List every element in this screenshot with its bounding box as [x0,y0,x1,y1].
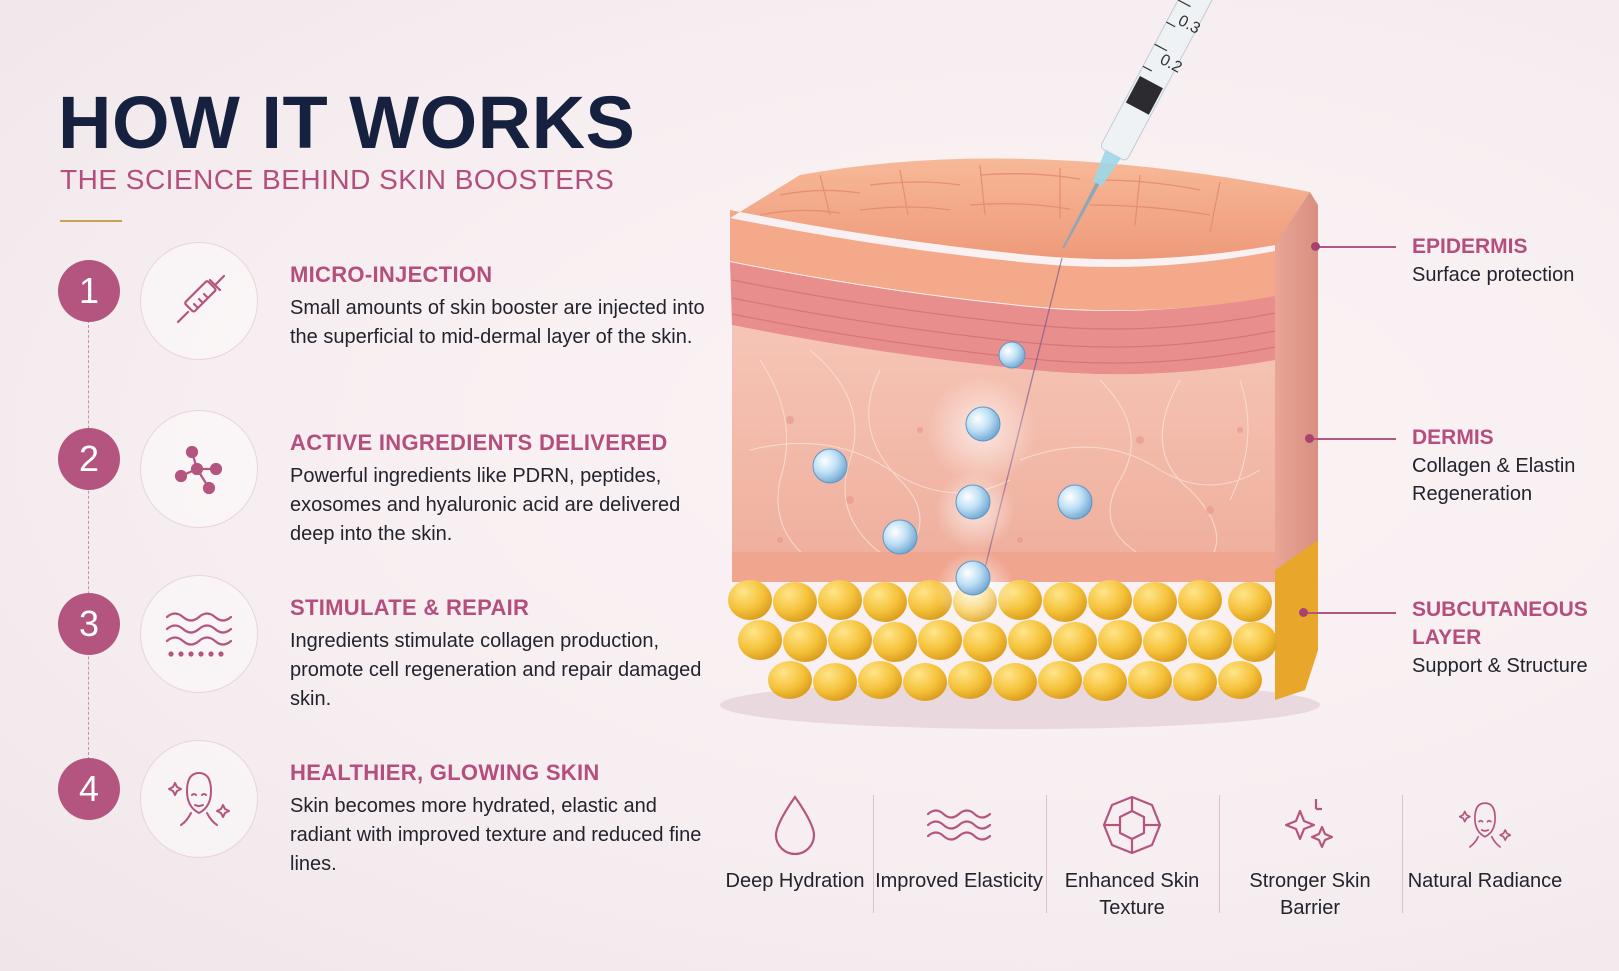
syringe [1062,0,1220,249]
title-divider [60,220,122,222]
sparkles-icon [1225,790,1395,860]
step-number: 4 [58,758,120,820]
epidermis-stripes [731,279,1276,364]
layer-label-subcutaneous: SUBCUTANEOUS LAYER Support & Structure [1412,596,1602,680]
step-title: ACTIVE INGREDIENTS DELIVERED [290,430,668,455]
elastic-waves-icon [874,790,1044,860]
epidermis-leader-dot [1311,242,1320,251]
layer-label-epidermis: EPIDERMIS Surface protection [1412,233,1612,289]
syringe-icon [140,242,258,360]
ingredient-bubble [998,341,1026,369]
benefit-label: Enhanced Skin Texture [1064,870,1200,919]
texture-polygon-icon [1047,790,1217,860]
step-title: HEALTHIER, GLOWING SKIN [290,760,600,785]
benefit-improved-elasticity: Improved Elasticity [874,790,1044,920]
step-description: Skin becomes more hydrated, elastic and … [290,795,702,875]
step-4: 4 HEALTHIER, GLOWING SKIN Skin becomes m… [58,740,701,880]
syringe-barrel [1100,0,1220,161]
ingredient-bubble [882,519,918,555]
active-ingredient-bubbles [812,341,1093,596]
step-description: Powerful ingredients like PDRN, peptides… [290,465,681,545]
layer-name: EPIDERMIS [1412,235,1528,258]
benefit-divider [1402,795,1403,913]
step-number: 3 [58,593,120,655]
benefit-divider [873,795,874,913]
layer-description: Surface protection [1412,264,1575,286]
step-number: 2 [58,428,120,490]
syringe-hub [1093,148,1122,186]
layer-name: SUBCUTANEOUS LAYER [1412,598,1588,649]
step-2: 2 ACTIVE INGREDIENTS DELIVERED Powerful … [58,410,698,550]
layer-description: Support & Structure [1412,655,1588,677]
benefit-label: Stronger Skin Barrier [1249,870,1371,919]
dermis-leader [1310,438,1396,440]
benefit-natural-radiance: Natural Radiance [1400,790,1570,920]
layer-name: DERMIS [1412,426,1494,449]
step-title: MICRO-INJECTION [290,262,493,287]
subcutaneous-leader-dot [1299,608,1308,617]
syringe-plunger [1125,76,1163,115]
layer-description: Collagen & Elastin Regeneration [1412,455,1576,505]
page-title: HOW IT WORKS [58,81,636,164]
layer-label-dermis: DERMIS Collagen & Elastin Regeneration [1412,424,1592,508]
steps-timeline [88,320,89,760]
benefit-divider [1219,795,1220,913]
ingredient-bubble [1057,484,1093,520]
benefit-label: Natural Radiance [1407,870,1563,892]
waves-icon [140,575,258,693]
ingredient-bubble [955,560,991,596]
step-title: STIMULATE & REPAIR [290,595,530,620]
dermis-leader-dot [1305,434,1314,443]
epidermis-leader [1316,246,1396,248]
face-sparkle-icon [140,740,258,858]
ingredient-bubble [965,406,1001,442]
benefit-deep-hydration: Deep Hydration [710,790,880,920]
step-3: 3 STIMULATE & REPAIR Ingredients stimula… [58,575,701,715]
ingredient-bubble [812,448,848,484]
step-description: Small amounts of skin booster are inject… [290,297,705,348]
benefit-divider [1046,795,1047,913]
droplet-icon [710,790,880,860]
surface-cells [759,164,1221,233]
skin-surface-front [730,218,1275,311]
radiant-face-icon [1400,790,1570,860]
subcutaneous-leader [1304,612,1396,614]
step-description: Ingredients stimulate collagen productio… [290,630,702,710]
ingredient-bubble [955,484,991,520]
dermal-cells [777,416,1243,543]
benefit-enhanced-texture: Enhanced Skin Texture [1047,790,1217,920]
benefit-stronger-barrier: Stronger Skin Barrier [1225,790,1395,920]
step-number: 1 [58,260,120,322]
step-1: 1 MICRO-INJECTION Small amounts of skin … [58,242,705,382]
molecule-icon [140,410,258,528]
benefit-label: Deep Hydration [725,870,865,892]
benefit-label: Improved Elasticity [875,870,1043,892]
skin-cross-section-diagram: 0.3 0.2 [720,0,1320,729]
side-fat-layer [1275,540,1318,700]
syringe-needle [1062,178,1102,249]
page-subtitle: THE SCIENCE BEHIND SKIN BOOSTERS [60,164,615,195]
